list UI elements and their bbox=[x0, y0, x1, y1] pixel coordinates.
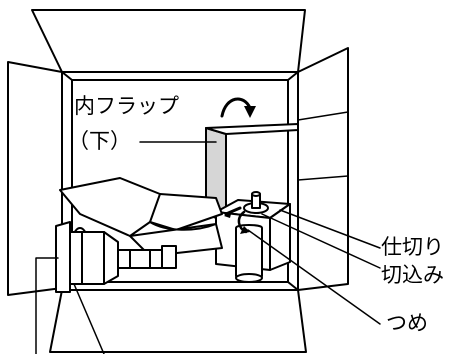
label-inner-flap-lower: （下） bbox=[68, 129, 131, 153]
bottom-flap bbox=[49, 289, 307, 353]
label-inner-flap: 内フラップ bbox=[74, 94, 179, 118]
leader-notch bbox=[261, 213, 381, 269]
right-flap bbox=[297, 47, 349, 291]
leader-bottom-left-2 bbox=[73, 283, 105, 354]
fold-arrow-icon bbox=[220, 97, 252, 118]
top-flap bbox=[31, 9, 306, 73]
label-tab: つめ bbox=[386, 311, 428, 335]
product-handle bbox=[59, 177, 223, 237]
leader-partition bbox=[279, 209, 381, 249]
leader-tab bbox=[247, 229, 381, 325]
inner-flap-top bbox=[205, 123, 299, 135]
left-flap bbox=[7, 61, 63, 296]
leader-bottom-left-1 bbox=[35, 257, 59, 354]
label-notch: 切込み bbox=[381, 263, 444, 287]
product-motor bbox=[235, 224, 263, 282]
box-back-edges bbox=[61, 71, 299, 81]
label-partition: 仕切り bbox=[381, 235, 444, 259]
